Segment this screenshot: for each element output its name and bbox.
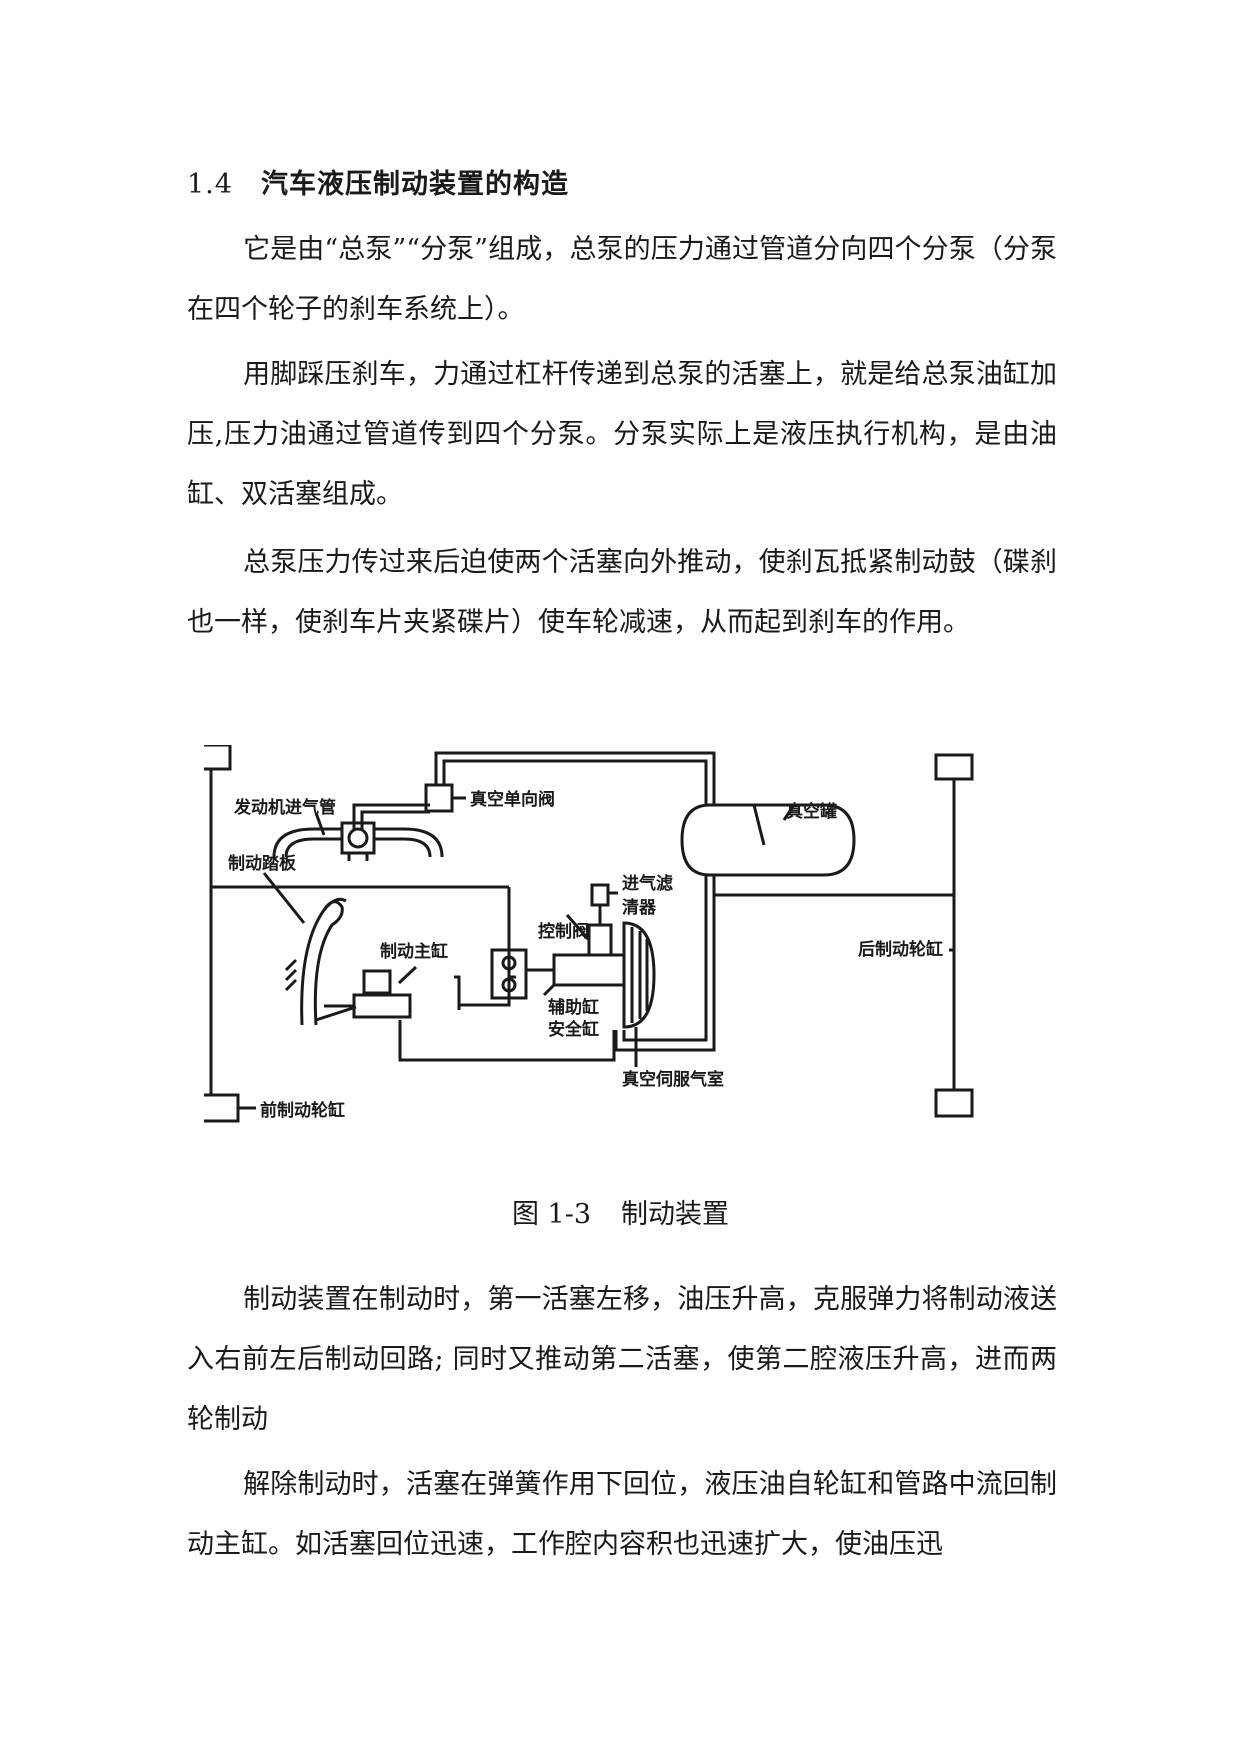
intake-throttle-body: [340, 821, 376, 855]
vacuum-check-valve-body: [424, 783, 454, 813]
vacuum-tank-leader: [782, 804, 796, 821]
control-valve-leader: [565, 914, 591, 941]
pedal-spring-1: [284, 958, 298, 972]
label-brake-pedal: 制动踏板: [228, 853, 297, 874]
front-left-wheel-top: [190, 743, 232, 771]
figure-caption: 图 1-3 制动装置: [0, 1192, 1241, 1231]
paragraph-3-text: 总泵压力传过来后迫使两个活塞向外推动，使刹瓦抵紧制动鼓（碟刹也一样，使刹车片夹紧…: [187, 547, 1057, 638]
label-safety-cylinder: 安全缸: [548, 1019, 599, 1040]
front-wheel-cylinder-box: [190, 1093, 240, 1123]
intake-pipe-inner: [360, 810, 430, 829]
paragraph-2-text: 用脚踩压刹车，力通过杠杆传递到总泵的活塞上，就是给总泵油缸加压,压力油通过管道传…: [187, 359, 1057, 510]
intake-label-leader: [314, 812, 326, 836]
intake-pipe-outer: [352, 803, 430, 829]
label-rear-wheel-cylinder: 后制动轮缸: [858, 939, 943, 960]
paragraph-4: 制动装置在制动时，第一活塞左移，油压升高，克服弹力将制动液送入右前左后制动回路;…: [187, 1270, 1057, 1450]
pedal-spring-3: [284, 978, 298, 992]
vacuum-tank-shade: [752, 804, 766, 846]
paragraph-4-text: 制动装置在制动时，第一活塞左移，油压升高，克服弹力将制动液送入右前左后制动回路;…: [187, 1284, 1057, 1435]
label-control-valve: 控制阀: [538, 921, 589, 942]
brake-system-diagram: 发动机进气管 真空单向阀 真空罐 进气滤 清器 制动踏板 控制阀 制动主缸 辅助…: [190, 743, 1114, 1165]
section-heading: 1.4 汽车液压制动装置的构造: [187, 162, 569, 201]
label-engine-intake: 发动机进气管: [233, 797, 336, 818]
label-vacuum-servo: 真空伺服气室: [622, 1069, 724, 1090]
figure-caption-title: 制动装置: [621, 1199, 730, 1230]
paragraph-2: 用脚踩压刹车，力通过杠杆传递到总泵的活塞上，就是给总泵油缸加压,压力油通过管道传…: [187, 345, 1057, 525]
label-air-filter-2: 清器: [622, 897, 657, 918]
figure-caption-number: 图 1-3: [511, 1199, 592, 1230]
label-vacuum-check-valve: 真空单向阀: [470, 789, 555, 810]
master-cylinder-leader: [397, 965, 418, 985]
intake-manifold-right-inner: [374, 837, 432, 858]
label-master-cylinder: 制动主缸: [380, 941, 448, 962]
paragraph-5-text: 解除制动时，活塞在弹簧作用下回位，液压油自轮缸和管路中流回制动主缸。如活塞回位迅…: [187, 1469, 1057, 1560]
paragraph-1-text: 它是由“总泵”“分泵”组成，总泵的压力通过管道分向四个分泵（分泵在四个轮子的刹车…: [187, 234, 1057, 325]
rear-right-wheel-top: [934, 753, 974, 781]
brake-pedal-arm: [300, 900, 344, 1026]
master-to-servo-line: [398, 1020, 616, 1062]
intake-manifold-right-outer: [374, 827, 444, 858]
intake-manifold-left-inner: [284, 837, 342, 858]
brake-pedal-pad: [322, 897, 347, 911]
rear-right-wheel-bottom: [934, 1088, 974, 1118]
section-title: 汽车液压制动装置的构造: [260, 169, 569, 200]
paragraph-5: 解除制动时，活塞在弹簧作用下回位，液压油自轮缸和管路中流回制动主缸。如活塞回位迅…: [187, 1455, 1057, 1575]
label-vacuum-tank: 真空罐: [786, 801, 837, 822]
air-filter-box: [590, 883, 610, 907]
aux-safety-block: [490, 948, 528, 1000]
pedal-pushrod: [315, 1005, 357, 1022]
section-number: 1.4: [187, 169, 233, 200]
aux-leader: [542, 983, 556, 997]
vacuum-pipe-top: [434, 751, 716, 805]
pedal-leader: [262, 872, 306, 924]
label-front-wheel-cylinder: 前制动轮缸: [260, 1100, 345, 1121]
intake-throttle-circle: [347, 827, 369, 849]
label-air-filter-1: 进气滤: [622, 873, 673, 894]
tank-to-servo-outer: [622, 875, 708, 1042]
brake-diagram-svg: 发动机进气管 真空单向阀 真空罐 进气滤 清器 制动踏板 控制阀 制动主缸 辅助…: [190, 743, 974, 1123]
pedal-spring-2: [284, 968, 298, 982]
aux-port-bottom: [501, 977, 517, 993]
aux-to-master-line: [457, 977, 511, 1007]
tank-to-servo-inner: [614, 895, 716, 1052]
intake-manifold-left-outer: [272, 827, 342, 858]
master-cylinder-reservoir: [362, 969, 392, 995]
vacuum-pipe-top-inner: [442, 759, 708, 805]
control-valve-body: [587, 923, 613, 957]
vacuum-servo-chamber: [622, 921, 656, 1029]
vacuum-tank-body: [680, 803, 856, 877]
paragraph-3: 总泵压力传过来后迫使两个活塞向外推动，使刹瓦抵紧制动鼓（碟刹也一样，使刹车片夹紧…: [187, 533, 1057, 653]
label-aux-cylinder: 辅助缸: [548, 997, 599, 1018]
master-cylinder-body: [352, 993, 412, 1019]
aux-port-top: [501, 955, 517, 971]
paragraph-1: 它是由“总泵”“分泵”组成，总泵的压力通过管道分向四个分泵（分泵在四个轮子的刹车…: [187, 220, 1057, 340]
aux-cylinder-tube: [552, 953, 626, 987]
